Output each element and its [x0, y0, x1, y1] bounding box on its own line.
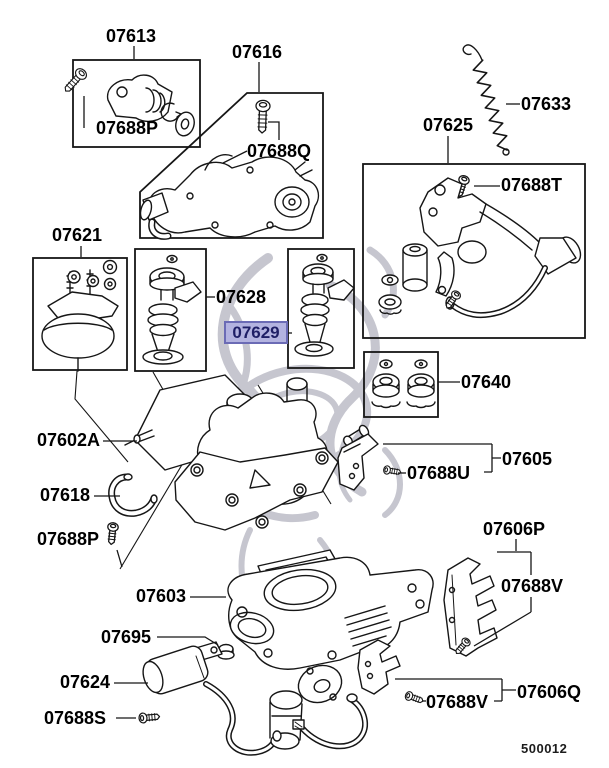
part-drawing-07633-spring [462, 44, 510, 156]
part-label-07633[interactable]: 07633 [521, 94, 572, 114]
part-drawing-07625 [378, 173, 582, 319]
part-label-07613[interactable]: 07613 [106, 26, 157, 46]
part-label-07618[interactable]: 07618 [40, 485, 91, 505]
part-label-07688S[interactable]: 07688S [44, 708, 107, 728]
part-drawing-07621 [41, 259, 119, 372]
group-box-07640 [363, 351, 439, 418]
part-label-07688P-bottom[interactable]: 07688P [37, 529, 100, 549]
part-drawing-solenoid [269, 664, 369, 750]
part-label-07621[interactable]: 07621 [52, 225, 103, 245]
part-drawing-07613 [60, 65, 195, 137]
part-drawing-07640-grommets [371, 359, 436, 409]
group-box-07621 [32, 257, 128, 371]
group-box-07628 [134, 248, 207, 372]
drawing-code: 500012 [521, 741, 568, 756]
part-drawing-07629-injector [294, 253, 355, 357]
part-label-07688P-top[interactable]: 07688P [96, 118, 159, 138]
part-drawing-07624-sensor [142, 641, 279, 756]
part-drawing-07605-bracket [337, 424, 403, 491]
screw-drawing-07688S [137, 710, 161, 724]
part-label-07688V-lower[interactable]: 07688V [426, 692, 489, 712]
leader-lines [80, 46, 532, 719]
part-label-07605[interactable]: 07605 [502, 449, 553, 469]
part-label-07695[interactable]: 07695 [101, 627, 152, 647]
part-label-07606Q[interactable]: 07606Q [517, 682, 582, 702]
part-drawing-07616 [139, 99, 320, 240]
part-label-07688T[interactable]: 07688T [501, 175, 563, 195]
part-label-07603[interactable]: 07603 [136, 586, 187, 606]
part-label-07688U[interactable]: 07688U [407, 463, 471, 483]
part-drawing-main-valve-body [105, 374, 339, 546]
part-label-07616[interactable]: 07616 [232, 42, 283, 62]
part-label-07629-highlighted[interactable]: 07629 [224, 321, 288, 344]
part-drawing-07606Q-bracket [357, 639, 426, 706]
part-drawing-07606P-bracket [443, 557, 498, 657]
group-boxes [32, 59, 586, 418]
part-label-07624[interactable]: 07624 [60, 672, 111, 692]
group-box-07613 [72, 59, 201, 148]
part-label-07688V-upper[interactable]: 07688V [501, 576, 564, 596]
part-label-07640[interactable]: 07640 [461, 372, 512, 392]
part-drawing-07628-injector [142, 254, 202, 365]
part-drawing-07603-throttle-body [227, 549, 434, 670]
part-label-07625[interactable]: 07625 [423, 115, 474, 135]
part-label-07628[interactable]: 07628 [216, 287, 267, 307]
group-box-07625 [362, 163, 586, 339]
part-label-07606P[interactable]: 07606P [483, 519, 546, 539]
part-label-07602A[interactable]: 07602A [37, 430, 101, 450]
group-box-07616 [139, 92, 324, 239]
part-label-07688Q[interactable]: 07688Q [247, 141, 312, 161]
group-box-07629 [287, 248, 355, 369]
